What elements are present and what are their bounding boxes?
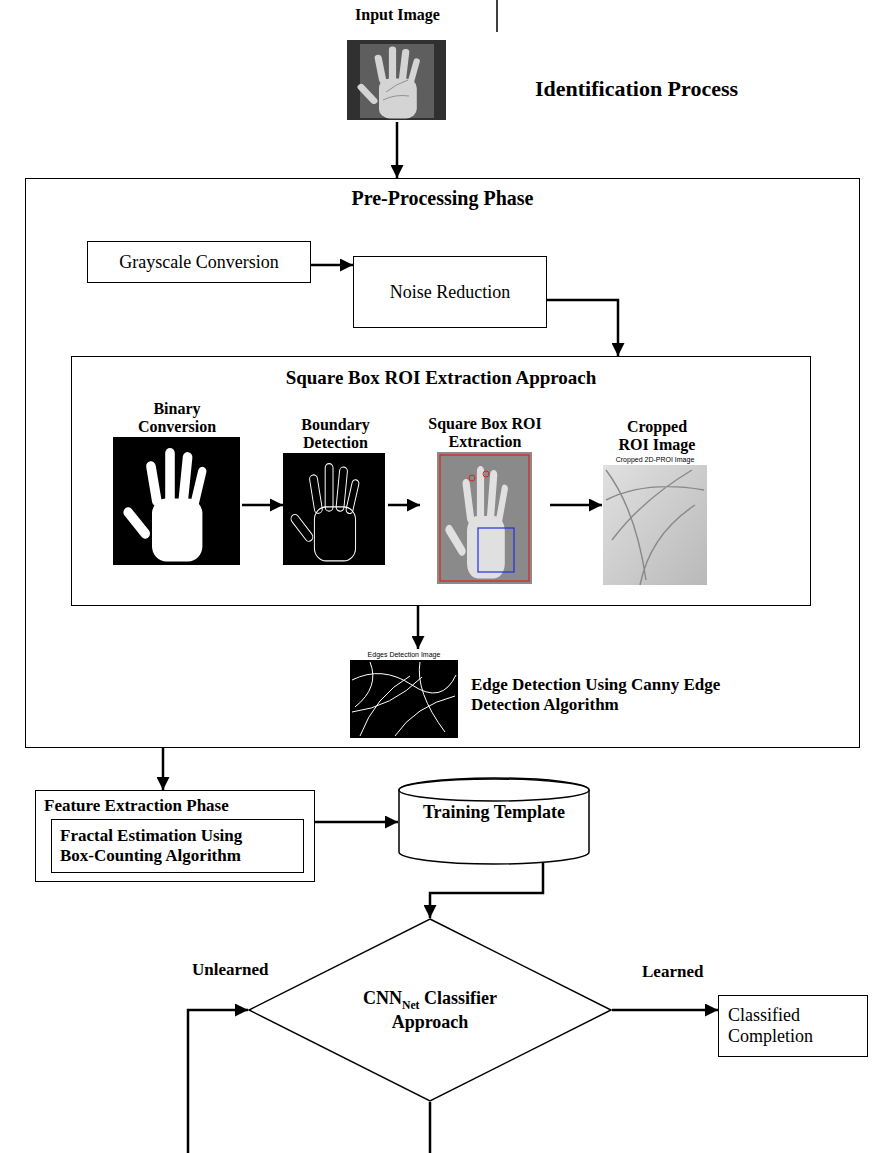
input-hand-photo-part <box>383 80 409 100</box>
node-text: Pre-Processing Phase <box>351 187 533 210</box>
node-text: Cropped ROI Image <box>615 418 700 455</box>
boundary-hand-image-part <box>283 453 385 565</box>
process-box: Fractal Estimation Using Box-Counting Al… <box>51 819 304 873</box>
flow-arrow <box>242 504 283 507</box>
flow-arrow <box>311 264 353 267</box>
roi-hand-image <box>437 452 532 584</box>
approach-box: Square Box ROI Extraction ApproachBinary… <box>71 356 811 606</box>
node-text: Feature Extraction Phase <box>44 796 229 816</box>
flow-arrow <box>162 748 165 790</box>
input-hand-photo-part <box>347 40 446 120</box>
input-hand-photo-part <box>356 46 420 118</box>
edge-detection-image <box>350 650 458 738</box>
process-box: Noise Reduction <box>353 256 547 328</box>
input-image-node: Input Image <box>345 4 450 122</box>
image-caption: Edges Detection Image <box>351 651 457 659</box>
flow-arrow <box>388 504 420 507</box>
cropped-roi-image-part <box>603 455 707 465</box>
edge-detection-image-part <box>350 650 458 660</box>
roi-hand-image-part <box>444 466 508 579</box>
diamond-shape <box>249 919 611 1101</box>
edge-detection-image-part <box>350 650 458 738</box>
flow-arrow <box>396 122 399 178</box>
flow-arrow <box>315 821 398 824</box>
phase-box: Feature Extraction PhaseFractal Estimati… <box>35 790 315 882</box>
node-text: Edge Detection Using Canny Edge Detectio… <box>471 675 755 714</box>
database-cylinder: Training Template <box>398 778 590 864</box>
edge-detection-step: Edge Detection Using Canny Edge Detectio… <box>349 649 761 741</box>
edge-label: Learned <box>640 962 705 982</box>
binary-hand-image-part <box>121 448 207 561</box>
input-hand-photo <box>347 40 446 120</box>
roi-hand-image-part <box>483 471 489 477</box>
node-text: Binary Conversion <box>127 400 227 437</box>
binary-hand-image-part <box>113 437 240 565</box>
subscript: Net <box>402 998 420 1011</box>
image-caption: Cropped 2D-PROI Image <box>604 456 706 464</box>
node-text: Square Box ROI Extraction <box>421 415 549 452</box>
decision-diamond: CNNNet Classifier Approach <box>248 918 612 1102</box>
image-step: Binary Conversion <box>112 400 242 567</box>
edge-label: Unlearned <box>190 960 271 980</box>
cylinder-body <box>399 778 589 864</box>
cropped-roi-image-part <box>606 470 704 585</box>
flow-arrow <box>547 300 618 356</box>
image-step: Square Box ROI Extraction <box>420 415 550 586</box>
node-text: Noise Reduction <box>390 282 510 303</box>
process-box: Grayscale Conversion <box>87 241 311 283</box>
roi-hand-image-part <box>437 452 532 584</box>
cylinder-top <box>399 779 589 801</box>
flow-arrow <box>612 1009 718 1012</box>
boundary-hand-image-part <box>289 464 359 561</box>
node-text: Training Template <box>423 802 565 823</box>
cropped-roi-image <box>603 455 707 585</box>
image-step: Cropped ROI Image <box>602 418 712 587</box>
node-text: CNNNet Classifier Approach <box>340 988 520 1033</box>
edge-detection-image-part <box>352 662 456 736</box>
cropped-roi-image-part <box>603 455 707 585</box>
phase-box: Pre-Processing PhaseGrayscale Conversion… <box>25 178 860 748</box>
flow-arrow <box>417 606 420 649</box>
node-text: Square Box ROI Extraction Approach <box>286 367 597 389</box>
roi-hand-image-part <box>440 455 529 581</box>
roi-hand-image-part <box>469 475 475 481</box>
node-text: Fractal Estimation Using Box-Counting Al… <box>60 826 275 865</box>
boundary-hand-image <box>283 453 385 565</box>
binary-hand-image <box>113 437 240 565</box>
node-text: Grayscale Conversion <box>119 252 278 273</box>
roi-hand-image-part <box>478 528 514 572</box>
flow-arrow <box>550 504 602 507</box>
figure-title: Identification Process <box>535 76 738 102</box>
node-text: Boundary Detection <box>290 416 382 453</box>
node-text: Input Image <box>355 6 440 24</box>
node-text: Classified Completion <box>728 1005 858 1046</box>
image-step: Boundary Detection <box>283 416 388 567</box>
diamond-outline <box>248 918 612 1102</box>
stray-line <box>496 0 498 32</box>
process-box: Classified Completion <box>718 995 868 1057</box>
